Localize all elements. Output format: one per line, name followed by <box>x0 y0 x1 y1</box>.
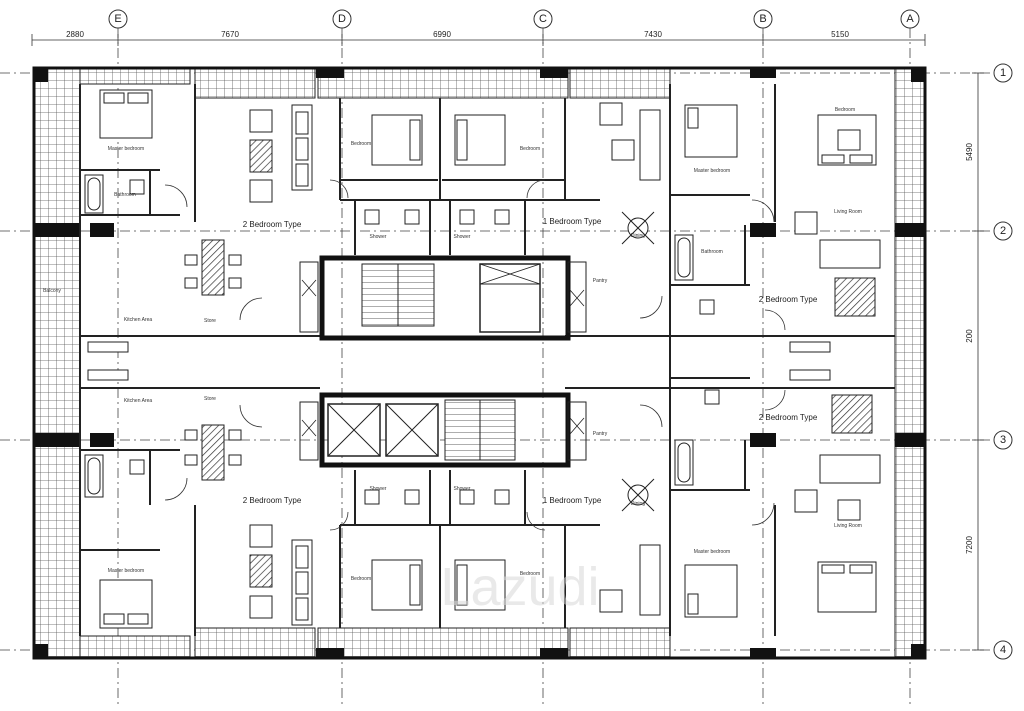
structural-columns <box>34 68 925 658</box>
grid-bubbles-columns <box>108 9 920 29</box>
room-label-dining-1: Dining <box>631 233 645 239</box>
top-dimension-3: 6990 <box>433 30 451 39</box>
room-label-shower-3: Shower <box>370 486 387 492</box>
grid-bubbles-rows <box>993 63 1013 660</box>
grid-column-d-label: D <box>338 13 346 25</box>
building-outline <box>32 66 927 660</box>
room-label-living-room-lower: Living Room <box>834 523 862 529</box>
room-label-bedroom-1: Bedroom <box>351 141 371 147</box>
watermark: Lazudi <box>440 557 599 617</box>
unit-type-label-center-lower: 1 Bedroom Type <box>543 496 602 505</box>
right-dimension-3: 7200 <box>965 536 974 554</box>
grid-row-2-label: 2 <box>1000 225 1006 237</box>
room-label-bedroom-4: Bedroom <box>520 571 540 577</box>
room-label-living-room-upper: Living Room <box>834 209 862 215</box>
top-dimension-line <box>31 34 926 46</box>
interior-walls <box>79 84 895 636</box>
furniture-dining-chairs <box>184 211 655 512</box>
unit-type-label-right-upper: 2 Bedroom Type <box>759 295 818 304</box>
room-label-bathroom-2: Bathroom <box>701 249 723 255</box>
room-label-bedroom-5: Bedroom <box>835 107 855 113</box>
top-dimension-1: 2880 <box>66 30 84 39</box>
right-dimension-line <box>972 72 984 651</box>
top-dimension-5: 5150 <box>831 30 849 39</box>
room-label-master-bedroom-br: Master bedroom <box>694 549 730 555</box>
top-dimension-2: 7670 <box>221 30 239 39</box>
room-label-kitchen-lower: Kitchen Area <box>124 398 153 404</box>
furniture-tables-hatched <box>201 129 876 588</box>
room-label-kitchen-upper: Kitchen Area <box>124 317 153 323</box>
room-label-bathroom-1: Bathroom <box>114 192 136 198</box>
top-dimension-4: 7430 <box>644 30 662 39</box>
right-dimension-2: 200 <box>965 329 974 343</box>
stair-core-upper <box>299 255 587 341</box>
room-label-store-upper: Store <box>204 318 216 324</box>
room-label-bedroom-3: Bedroom <box>351 576 371 582</box>
unit-type-label-right-lower: 2 Bedroom Type <box>759 413 818 422</box>
grid-column-b-label: B <box>759 13 766 25</box>
room-label-store-lower: Store <box>204 396 216 402</box>
room-label-bedroom-2: Bedroom <box>520 146 540 152</box>
unit-type-label-left-upper: 2 Bedroom Type <box>243 220 302 229</box>
furniture-beds <box>99 89 877 629</box>
bathroom-fixtures <box>84 174 831 505</box>
room-label-pantry-1: Pantry <box>593 278 608 284</box>
grid-row-4-label: 4 <box>1000 644 1006 656</box>
room-label-dining-2: Dining <box>631 501 645 507</box>
unit-type-label-left-lower: 2 Bedroom Type <box>243 496 302 505</box>
room-label-shower-1: Shower <box>370 234 387 240</box>
grid-row-1-label: 1 <box>1000 67 1006 79</box>
grid-column-a-label: A <box>906 13 914 25</box>
grid-row-3-label: 3 <box>1000 434 1006 446</box>
door-swings <box>164 179 786 531</box>
room-label-master-bedroom-bl: Master bedroom <box>108 568 144 574</box>
furniture-sofas <box>249 102 881 626</box>
room-label-master-bedroom-tr: Master bedroom <box>694 168 730 174</box>
room-label-shower-2: Shower <box>454 234 471 240</box>
unit-type-label-center-upper: 1 Bedroom Type <box>543 217 602 226</box>
room-label-pantry-2: Pantry <box>593 431 608 437</box>
right-dimension-1: 5490 <box>965 143 974 161</box>
room-label-balcony: Balcony <box>43 288 61 294</box>
grid-column-e-label: E <box>114 13 121 25</box>
lift-core-lower <box>299 392 587 468</box>
tiled-balconies <box>33 67 926 659</box>
grid-column-c-label: C <box>539 13 547 25</box>
room-label-shower-4: Shower <box>454 486 471 492</box>
room-label-master-bedroom-tl: Master bedroom <box>108 146 144 152</box>
